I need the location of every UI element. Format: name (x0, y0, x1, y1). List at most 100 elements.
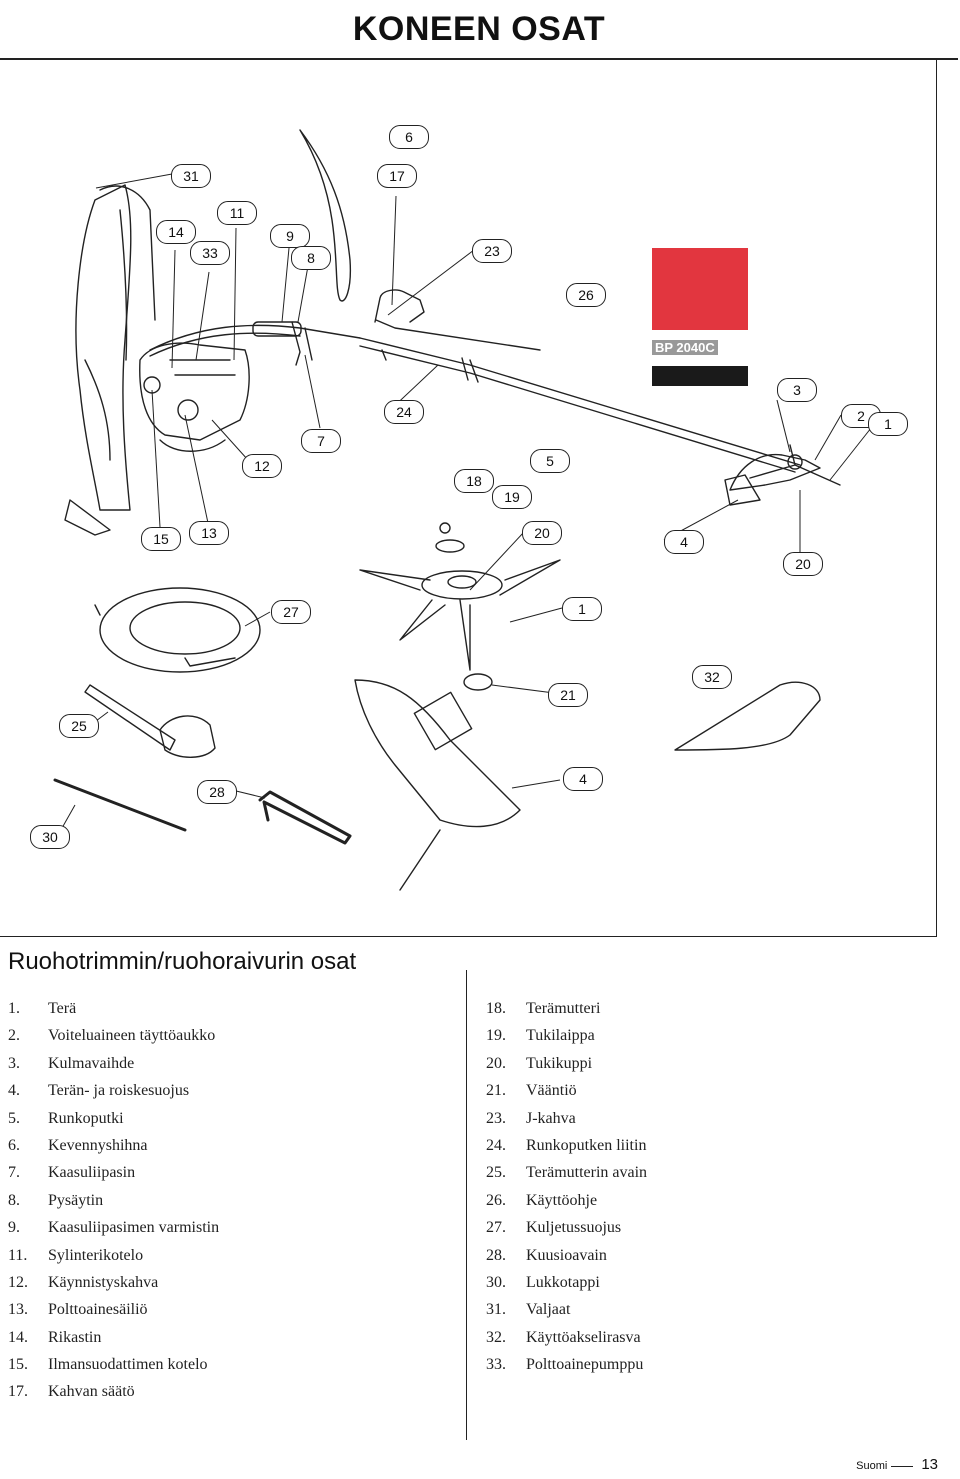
part-number: 14. (8, 1328, 28, 1346)
part-number: 33. (486, 1356, 506, 1374)
part-name: Terämutterin avain (526, 1164, 648, 1182)
callout-33: 33 (190, 241, 230, 265)
callout-27: 27 (271, 600, 311, 624)
page-title: KONEEN OSAT (352, 9, 606, 48)
parts-list-item: 26.Käyttöohje (486, 1192, 647, 1219)
part-name: Kuljetussuojus (526, 1219, 622, 1237)
parts-list-item: 20.Tukikuppi (486, 1055, 647, 1082)
part-number: 5. (8, 1109, 20, 1127)
callout-20: 20 (522, 521, 562, 545)
part-name: Ilmansuodattimen kotelo (48, 1356, 208, 1374)
part-number: 27. (486, 1219, 506, 1237)
part-name: Polttoainepumppu (526, 1356, 644, 1374)
part-number: 15. (8, 1356, 28, 1374)
callout-24: 24 (384, 400, 424, 424)
part-name: Tukikuppi (526, 1054, 593, 1072)
parts-list-item: 27. Kuljetussuojus (486, 1219, 647, 1246)
part-name: Runkoputki (48, 1109, 124, 1127)
callout-7: 7 (301, 429, 341, 453)
part-number: 9. (8, 1219, 20, 1237)
shaft-drawing (149, 289, 801, 473)
parts-list-item: 13.Polttoainesäiliö (8, 1301, 219, 1328)
part-number: 17. (8, 1383, 28, 1401)
callout-19: 19 (492, 485, 532, 509)
hex-key-drawing (258, 790, 352, 845)
part-number: 30. (486, 1273, 506, 1291)
parts-list-item: 5. Runkoputki (8, 1110, 219, 1137)
callout-25: 25 (59, 714, 99, 738)
part-name: Terä (48, 1000, 77, 1017)
callout-11: 11 (217, 201, 257, 225)
part-name: Vääntiö (526, 1082, 577, 1100)
parts-list-item: 14. Rikastin (8, 1329, 219, 1356)
page-number: 13 (921, 1456, 938, 1473)
part-number: 12. (8, 1273, 28, 1291)
part-number: 4. (8, 1082, 20, 1100)
part-name: Rikastin (48, 1328, 102, 1346)
parts-list-item: 6.Kevennyshihna (8, 1137, 219, 1164)
parts-list-item: 32.Käyttöakselirasva (486, 1329, 647, 1356)
manual-band (652, 366, 748, 386)
part-name: Sylinterikotelo (48, 1246, 144, 1264)
callout-15: 15 (141, 527, 181, 551)
parts-list-item: 23. J-kahva (486, 1110, 647, 1137)
parts-list-item: 33. Polttoainepumppu (486, 1356, 647, 1383)
grease-tube-drawing (674, 681, 821, 751)
callout-20b: 20 (783, 552, 823, 576)
callout-17: 17 (377, 164, 417, 188)
part-name: J-kahva (526, 1109, 576, 1127)
part-name: Tukilaippa (526, 1027, 595, 1045)
parts-list-item: 1. Terä (8, 1000, 219, 1027)
callout-31: 31 (171, 164, 211, 188)
footer-language: Suomi (856, 1460, 888, 1472)
callout-8: 8 (291, 246, 331, 270)
callout-32: 32 (692, 665, 732, 689)
parts-list-item: 15. Ilmansuodattimen kotelo (8, 1356, 219, 1383)
callout-5: 5 (530, 449, 570, 473)
part-number: 1. (8, 1000, 20, 1017)
parts-list-item: 4.Terän- ja roiskesuojus (8, 1082, 219, 1109)
part-name: Kaasuliipasimen varmistin (48, 1219, 220, 1237)
page-footer: Suomi 13 (856, 1456, 938, 1473)
callout-18: 18 (454, 469, 494, 493)
page-header: KONEEN OSAT (0, 0, 958, 60)
locking-pin-drawing (53, 778, 187, 832)
part-number: 31. (486, 1301, 506, 1319)
part-number: 3. (8, 1054, 20, 1072)
callout-4: 4 (664, 530, 704, 554)
part-number: 18. (486, 1000, 506, 1017)
spanner-drawing (84, 684, 216, 758)
part-name: Runkoputken liitin (526, 1136, 647, 1154)
part-number: 26. (486, 1191, 506, 1209)
part-name: Käynnistyskahva (48, 1273, 159, 1291)
part-name: Kuusioavain (526, 1246, 607, 1264)
part-number: 25. (486, 1164, 506, 1182)
footer-rule (891, 1465, 914, 1467)
part-number: 8. (8, 1191, 20, 1209)
callout-26: 26 (566, 283, 606, 307)
parts-list-item: 8.Pysäytin (8, 1192, 219, 1219)
callout-12: 12 (242, 454, 282, 478)
part-number: 21. (486, 1082, 506, 1100)
parts-list-item: 30. Lukkotappi (486, 1274, 647, 1301)
parts-list-item: 12. Käynnistyskahva (8, 1274, 219, 1301)
parts-list-item: 17.Kahvan säätö (8, 1383, 219, 1410)
parts-list-item: 9. Kaasuliipasimen varmistin (8, 1219, 219, 1246)
part-name: Polttoainesäiliö (48, 1301, 148, 1319)
callout-13: 13 (189, 521, 229, 545)
parts-list-item: 21. Vääntiö (486, 1082, 647, 1109)
part-number: 32. (486, 1328, 506, 1346)
section-title: Ruohotrimmin/ruohoraivurin osat (8, 948, 357, 975)
part-number: 23. (486, 1109, 506, 1127)
parts-diagram: BP 2040C 6 31 17 11 14 33 9 8 23 26 3 24… (0, 60, 937, 937)
parts-list-item: 28. Kuusioavain (486, 1247, 647, 1274)
strap-drawing (299, 129, 352, 302)
parts-list-item: 24.Runkoputken liitin (486, 1137, 647, 1164)
parts-list-item: 7.Kaasuliipasin (8, 1164, 219, 1191)
part-name: Lukkotappi (526, 1273, 600, 1291)
parts-list-item: 18. Terämutteri (486, 1000, 647, 1027)
part-name: Terämutteri (526, 1000, 601, 1017)
part-number: 28. (486, 1246, 506, 1264)
